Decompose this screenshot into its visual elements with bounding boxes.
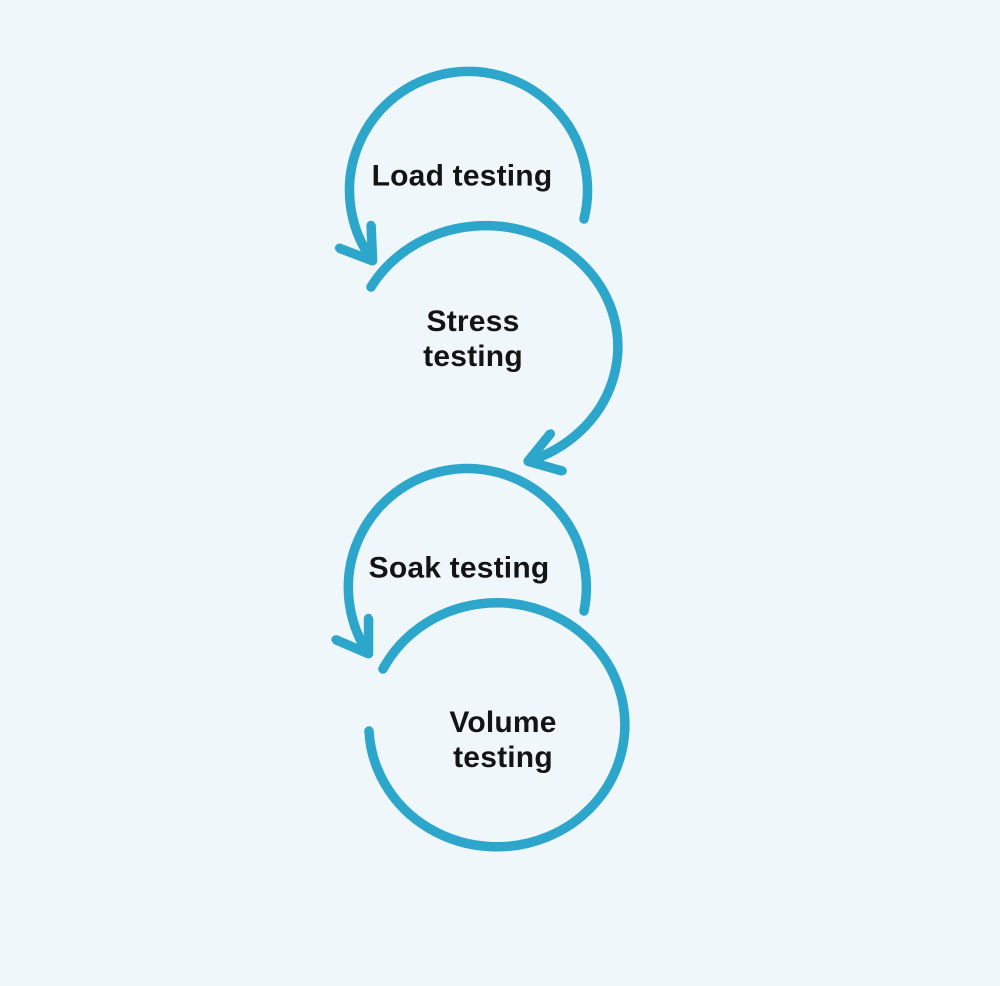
loop-arrow-load <box>349 66 593 260</box>
step-label-soak-testing: Soak testing <box>368 551 550 585</box>
loop-arrow-stress <box>366 220 623 461</box>
step-label-volume-testing: Volume testing <box>449 706 557 774</box>
step-label-load-testing: Load testing <box>371 159 553 193</box>
step-label-stress-testing: Stress testing <box>423 305 523 373</box>
loop-ring-volume <box>364 598 630 852</box>
loop-arrow-soak <box>348 463 592 653</box>
